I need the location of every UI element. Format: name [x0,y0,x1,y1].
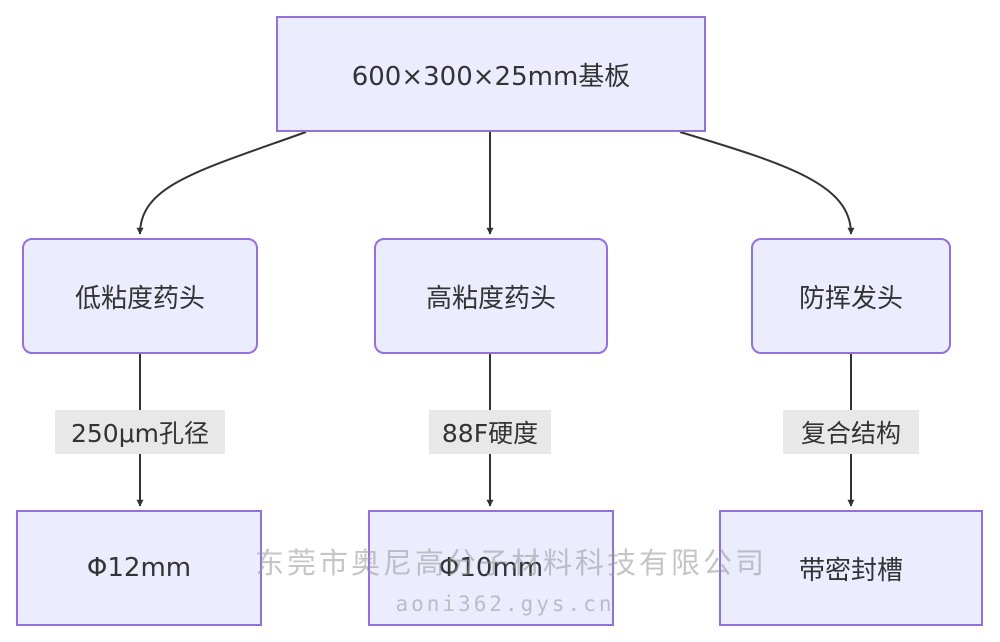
node-diameter-10mm: Φ10mm [368,510,614,626]
edge-root-to-right [679,131,855,235]
root-node-substrate: 600×300×25mm基板 [276,16,706,132]
edge-label-hardness: 88F硬度 [429,410,551,454]
edge-root-to-left [136,131,307,235]
node-diameter-12mm: Φ12mm [16,510,262,626]
node-high-viscosity-head: 高粘度药头 [374,238,608,354]
node-low-viscosity-head: 低粘度药头 [22,238,258,354]
node-with-seal-groove: 带密封槽 [719,510,983,626]
node-anti-volatile-head: 防挥发头 [751,238,951,354]
edge-label-aperture: 250μm孔径 [55,410,225,454]
edge-label-composite-structure: 复合结构 [783,410,919,454]
